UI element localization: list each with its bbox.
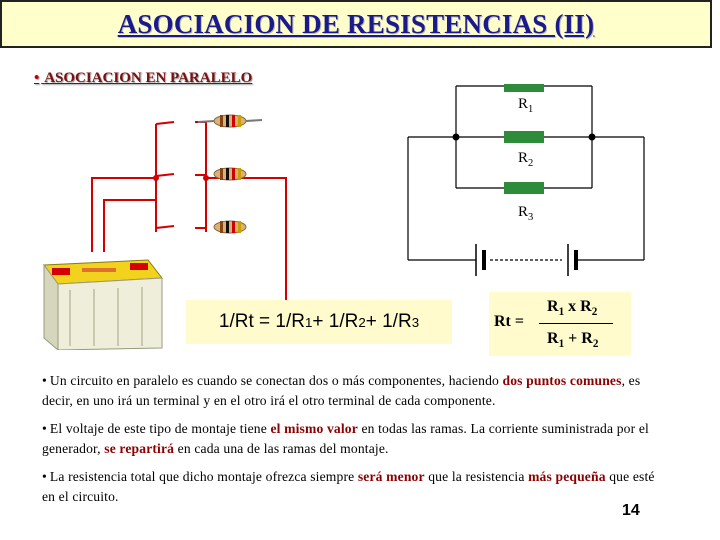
slide-title: ASOCIACION DE RESISTENCIAS (II) xyxy=(117,8,595,39)
section-heading: • ASOCIACION EN PARALELO xyxy=(34,70,252,87)
highlight: dos puntos comunes xyxy=(502,373,622,388)
highlight: será menor xyxy=(357,469,425,484)
resistor-2 xyxy=(213,167,247,181)
parallel-circuit-illustration xyxy=(43,114,287,350)
formula-numerator: R1 x R2 xyxy=(547,298,598,319)
parallel-circuit-schematic xyxy=(407,84,645,276)
schematic-resistor-r3 xyxy=(504,182,544,194)
formula-two-resistors: Rt = R1 x R2 R1 + R2 xyxy=(489,292,631,356)
junction-dot xyxy=(153,175,159,181)
paragraph-voltage: •El voltaje de este tipo de montaje tien… xyxy=(42,421,649,456)
section-label: ASOCIACION EN PARALELO xyxy=(44,70,253,86)
formula-denominator: R1 + R2 xyxy=(547,330,599,351)
battery-illustration xyxy=(43,259,163,350)
paragraph-definition: •Un circuito en paralelo es cuando se co… xyxy=(42,373,641,408)
schematic-resistor-r1 xyxy=(504,84,544,92)
node-dot xyxy=(588,133,596,141)
node-dot xyxy=(452,133,460,141)
title-box: ASOCIACION DE RESISTENCIAS (II) xyxy=(0,0,712,48)
bullet: • xyxy=(42,373,47,388)
highlight: más pequeña xyxy=(528,469,606,484)
highlight: se repartirá xyxy=(104,441,175,456)
label-r3: R3 xyxy=(518,204,534,223)
fraction-bar xyxy=(539,323,613,324)
paragraph-total-resistance: •La resistencia total que dicho montaje … xyxy=(42,469,655,504)
label-r1: R1 xyxy=(518,96,534,115)
resistor-1 xyxy=(197,114,263,128)
page-number: 14 xyxy=(622,502,640,519)
formula-lhs: Rt = xyxy=(494,313,524,330)
resistor-3 xyxy=(213,220,247,234)
highlight: el mismo valor xyxy=(270,421,358,436)
junction-dot xyxy=(203,175,209,181)
bullet: • xyxy=(34,70,40,86)
bullet: • xyxy=(42,421,47,436)
label-r2: R2 xyxy=(518,150,534,169)
bullet: • xyxy=(42,469,47,484)
schematic-resistor-r2 xyxy=(504,131,544,143)
